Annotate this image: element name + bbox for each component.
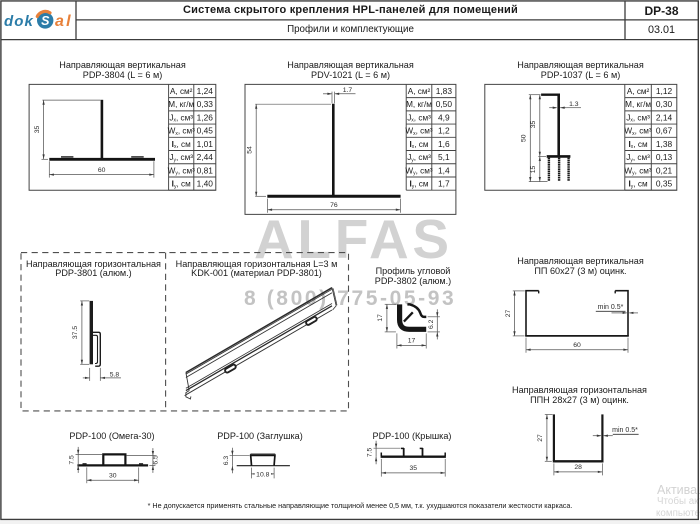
svg-text:4,9: 4,9 — [438, 112, 450, 122]
svg-text:50: 50 — [521, 134, 528, 142]
svg-text:2,44: 2,44 — [197, 152, 214, 162]
svg-text:Iy, см: Iy, см — [409, 180, 428, 190]
svg-text:Ix, см: Ix, см — [409, 140, 428, 150]
svg-text:Wx, см³: Wx, см³ — [624, 127, 652, 137]
svg-text:1,12: 1,12 — [656, 86, 673, 96]
svg-text:М, кг/м: М, кг/м — [625, 100, 651, 109]
svg-text:1,01: 1,01 — [197, 139, 214, 149]
svg-text:7.5: 7.5 — [366, 447, 373, 457]
svg-text:Wx, см³: Wx, см³ — [405, 127, 433, 137]
svg-text:Ix, см: Ix, см — [172, 140, 191, 150]
svg-text:Jx, см³: Jx, см³ — [626, 113, 650, 123]
svg-text:min 0.5*: min 0.5* — [612, 427, 638, 434]
svg-text:1,83: 1,83 — [436, 86, 453, 96]
svg-text:S: S — [41, 14, 50, 28]
svg-text:0,13: 0,13 — [656, 152, 673, 162]
svg-text:Jy, см³: Jy, см³ — [169, 153, 193, 163]
svg-text:Ix, см: Ix, см — [629, 140, 648, 150]
svg-text:1,24: 1,24 — [197, 86, 214, 96]
svg-text:76: 76 — [330, 202, 338, 209]
svg-text:Jy, см³: Jy, см³ — [626, 153, 650, 163]
svg-text:1,6: 1,6 — [438, 139, 450, 149]
svg-text:0,35: 0,35 — [656, 179, 673, 189]
svg-text:35: 35 — [409, 465, 417, 472]
svg-text:1,7: 1,7 — [438, 179, 450, 189]
svg-text:35: 35 — [34, 126, 41, 134]
svg-text:0,45: 0,45 — [197, 126, 214, 136]
svg-text:0,67: 0,67 — [656, 126, 673, 136]
svg-text:Jy, см³: Jy, см³ — [407, 153, 431, 163]
svg-text:60: 60 — [98, 167, 106, 174]
svg-text:5.8: 5.8 — [110, 372, 120, 379]
svg-text:0,50: 0,50 — [436, 99, 453, 109]
svg-text:А, см²: А, см² — [627, 87, 650, 96]
svg-text:0,21: 0,21 — [656, 165, 673, 175]
svg-text:Wy, см³: Wy, см³ — [624, 166, 652, 176]
svg-text:Wx, см³: Wx, см³ — [168, 127, 196, 137]
svg-text:17: 17 — [408, 338, 416, 345]
svg-text:5,1: 5,1 — [438, 152, 450, 162]
svg-text:35: 35 — [530, 121, 537, 129]
svg-text:Jx, см³: Jx, см³ — [169, 113, 193, 123]
svg-text:0,33: 0,33 — [197, 99, 214, 109]
svg-text:1,4: 1,4 — [438, 165, 450, 175]
svg-text:60: 60 — [573, 342, 581, 349]
svg-text:М, кг/м: М, кг/м — [406, 100, 432, 109]
svg-text:37.5: 37.5 — [72, 326, 79, 339]
svg-text:Iy, см: Iy, см — [172, 180, 191, 190]
svg-text:Jx, см³: Jx, см³ — [407, 113, 431, 123]
svg-text:7.5: 7.5 — [69, 455, 76, 465]
svg-text:2,14: 2,14 — [656, 112, 673, 122]
svg-text:А, см²: А, см² — [170, 87, 193, 96]
svg-text:1,40: 1,40 — [197, 179, 214, 189]
svg-text:17: 17 — [377, 314, 384, 322]
svg-text:Wy, см³: Wy, см³ — [405, 166, 433, 176]
svg-text:6.5: 6.5 — [152, 455, 159, 465]
svg-text:27: 27 — [537, 434, 544, 442]
svg-text:0,30: 0,30 — [656, 99, 673, 109]
svg-text:Iy, см: Iy, см — [629, 180, 648, 190]
svg-text:15: 15 — [530, 166, 537, 174]
svg-text:М, кг/м: М, кг/м — [168, 100, 194, 109]
svg-text:10.8: 10.8 — [256, 471, 269, 478]
svg-text:Wy, см³: Wy, см³ — [168, 166, 196, 176]
svg-text:1,26: 1,26 — [197, 112, 214, 122]
svg-text:0,81: 0,81 — [197, 165, 214, 175]
svg-text:6.3: 6.3 — [223, 456, 230, 466]
svg-text:1,2: 1,2 — [438, 126, 450, 136]
svg-text:А, см²: А, см² — [408, 87, 431, 96]
svg-text:54: 54 — [247, 146, 254, 154]
svg-text:1,38: 1,38 — [656, 139, 673, 149]
svg-text:1.3: 1.3 — [569, 101, 579, 108]
svg-text:28: 28 — [574, 464, 582, 471]
svg-text:1.7: 1.7 — [343, 87, 353, 94]
svg-text:6.2: 6.2 — [428, 319, 435, 329]
svg-text:min 0.5*: min 0.5* — [598, 304, 624, 311]
svg-text:27: 27 — [505, 310, 512, 318]
svg-text:30: 30 — [109, 472, 117, 479]
